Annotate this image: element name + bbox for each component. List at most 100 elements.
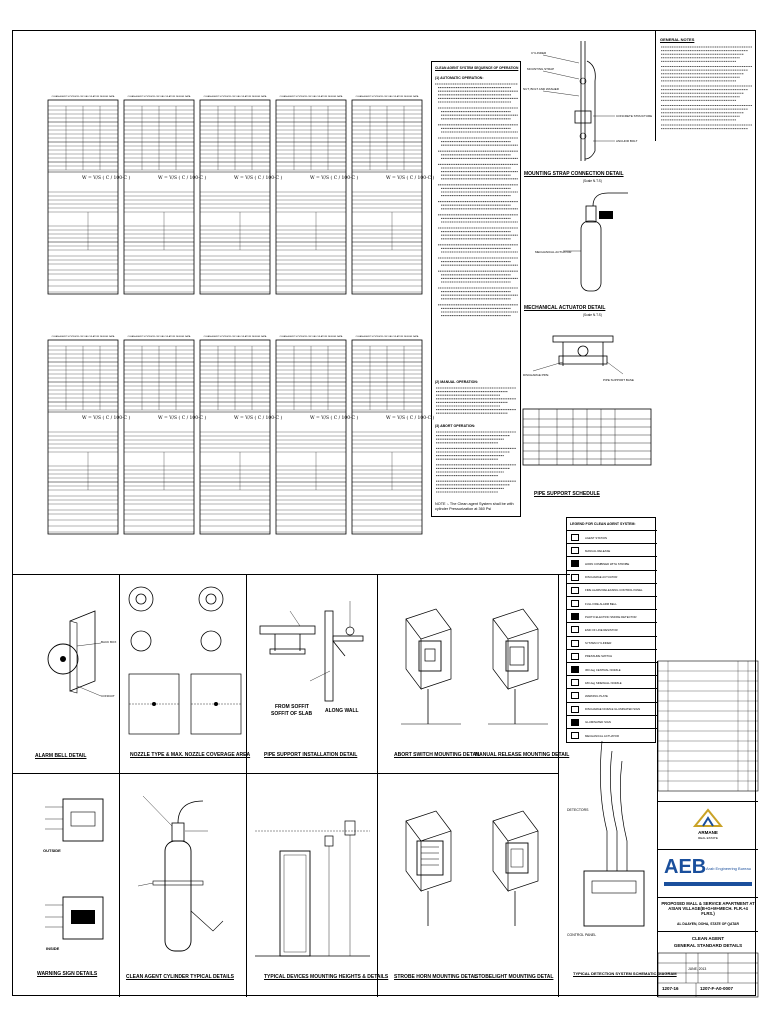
from-soffit-label: FROM SOFFIT	[275, 704, 309, 710]
calc-sheet-formula: W = V/S ( C / 100-C )	[386, 176, 435, 181]
legend-label: 360 deg CENTRAL NOZZLE	[585, 667, 621, 672]
calc-sheet-grid	[123, 99, 195, 295]
title-block: ARMANE REAL ESTATE AEB Arab Engineering …	[657, 660, 759, 998]
calc-sheet-title: CLEAN AGENT SYSTEM FLOW CALCULATION DESI…	[279, 336, 343, 338]
abort-switch-drawing	[401, 608, 461, 725]
calc-sheet: CLEAN AGENT SYSTEM FLOW CALCULATION DESI…	[47, 96, 130, 296]
legend-label: SYSTEM CYLINDER	[585, 641, 612, 646]
legend-label: 180 deg SIDEWALL NOZZLE	[585, 680, 622, 685]
calc-sheet-formula: W = V/S ( C / 100-C )	[158, 416, 207, 421]
notes-heading: GENERAL NOTES	[660, 37, 695, 42]
calc-sheet-title: CLEAN AGENT SYSTEM FLOW CALCULATION DESI…	[203, 96, 267, 98]
along-wall-label: ALONG WALL	[325, 708, 359, 714]
legend-symbol-icon	[571, 666, 579, 673]
typical-devices-title: TYPICAL DEVICES MOUNTING HEIGHTS & DETAI…	[264, 974, 389, 980]
legend-symbol-icon	[571, 732, 579, 739]
strobe-light-title: STOBELIGHT MOUNTING DETAL	[475, 974, 554, 980]
legend-row: ILLUMINATED SIGN	[567, 714, 657, 729]
title-block-grid	[657, 952, 759, 998]
calc-sheet: CLEAN AGENT SYSTEM FLOW CALCULATION DESI…	[123, 336, 206, 536]
notes-text-lines	[661, 46, 752, 130]
abort-operation-heading: (3) ABORT OPERATION:	[435, 424, 476, 428]
nozzle-coverage-drawing	[128, 586, 242, 735]
legend-row: DISCHARGE ACTUATOR	[567, 569, 657, 584]
soffit-of-slab-label: SOFFIT OF SLAB	[271, 711, 313, 717]
drawing-title-2: GENERAL STANDARD DETAILS	[673, 943, 743, 948]
legend-label: DISCHARGE ACTUATOR	[585, 575, 618, 580]
legend-symbol-icon	[571, 573, 579, 581]
calc-sheet: CLEAN AGENT SYSTEM FLOW CALCULATION DESI…	[199, 336, 282, 536]
legend-row: MECHANICAL ACTUATOR	[567, 728, 657, 742]
consultant-bar	[664, 882, 752, 886]
legend-symbol-icon	[571, 547, 579, 555]
svg-text:BACK BOX: BACK BOX	[101, 640, 116, 644]
abort-switch-title: ABORT SWITCH MOUNTING DETAIL	[394, 752, 481, 758]
calc-sheet-formula: W = V/S ( C / 100-C )	[310, 416, 359, 421]
calc-sheet-grid	[47, 99, 119, 295]
legend-symbol-icon	[571, 626, 579, 634]
manual-release-title: MANUAL RELEASE MOUNTING DETAIL	[475, 752, 570, 758]
legend-label: PHOTO ELECTRIC SMOKE DETECTOR	[585, 614, 637, 619]
calc-sheet: CLEAN AGENT SYSTEM FLOW CALCULATION DESI…	[123, 96, 206, 296]
calc-sheet-formula: W = V/S ( C / 100-C )	[82, 416, 131, 421]
calc-sheet-title: CLEAN AGENT SYSTEM FLOW CALCULATION DESI…	[355, 336, 419, 338]
calc-sheet: CLEAN AGENT SYSTEM FLOW CALCULATION DESI…	[275, 96, 358, 296]
alarm-bell-drawing: BACK BOX CONDUIT	[47, 610, 116, 698]
calc-sheet-title: CLEAN AGENT SYSTEM FLOW CALCULATION DESI…	[203, 336, 267, 338]
mounting-strap-title: MOUNTING STRAP CONNECTION DETAIL	[524, 171, 624, 177]
legend-label: MECHANICAL ACTUATOR	[585, 733, 619, 738]
schematic-title: TYPICAL DETECTION SYSTEM SCHEMATIC DIAGR…	[573, 971, 677, 976]
legend-row: AGENT STATION	[567, 530, 657, 544]
calc-sheet-formula: W = V/S ( C / 100-C )	[234, 416, 283, 421]
calc-sheet-formula: W = V/S ( C / 100-C )	[310, 176, 359, 181]
sequence-of-operation-panel: CLEAN AGENT SYSTEM SEQUENCE OF OPERATION…	[431, 61, 521, 517]
legend-symbol-icon	[571, 679, 579, 687]
pipe-support-schedule-table	[522, 408, 652, 466]
legend-label: HORN COMBINED WITH STROBE	[585, 561, 630, 566]
legend-heading: LEGEND FOR CLEAN AGENT SYSTEM:	[570, 522, 636, 526]
alarm-bell-title: ALARM BELL DETAIL	[35, 753, 87, 759]
legend-row: HORN COMBINED WITH STROBE	[567, 556, 657, 570]
sequence-text-lines	[435, 83, 518, 493]
sequence-heading: CLEAN AGENT SYSTEM SEQUENCE OF OPERATION	[435, 66, 519, 70]
mechanical-actuator-drawing: MECHANICAL ACTUATOR	[535, 192, 628, 292]
legend-symbol-icon	[571, 600, 579, 607]
project-location: AL DAAYEN, DOHA, STATE OF QATAR	[677, 922, 739, 926]
legend-row: MANUAL RELEASE	[567, 543, 657, 557]
legend-row: DISCHARGE NOZZLE ILLUMINATED SIGN	[567, 701, 657, 716]
legend-label: FULL FIRE ALARM BELL	[585, 601, 617, 606]
calc-sheet-grid	[275, 99, 347, 295]
mechanical-actuator-scale: (Scale N.T.S)	[583, 313, 602, 317]
calculation-sheets-area: CLEAN AGENT SYSTEM FLOW CALCULATION DESI…	[13, 31, 434, 571]
pipe-support-install-title: PIPE SUPPORT INSTALLATION DETAIL	[264, 752, 358, 758]
sequence-note: NOTE :- The Clean agent System shall be …	[435, 502, 514, 511]
strobe-horn-drawing	[405, 810, 452, 926]
calc-sheet: CLEAN AGENT SYSTEM FLOW CALCULATION DESI…	[351, 96, 434, 296]
manual-release-drawing	[488, 608, 548, 725]
outside-label: OUTSIDE	[43, 848, 61, 853]
svg-text:CONDUIT: CONDUIT	[101, 694, 115, 698]
calc-sheet-formula: W = V/S ( C / 100-C )	[234, 176, 283, 181]
typical-devices-drawing	[255, 820, 370, 957]
mounting-strap-scale: (Scale N.T.S)	[583, 179, 602, 183]
calc-sheet-title: CLEAN AGENT SYSTEM FLOW CALCULATION DESI…	[279, 96, 343, 98]
legend-symbol-icon	[571, 639, 579, 647]
date-value: JUNE, 2013	[688, 967, 707, 971]
client-name: ARMANE	[698, 830, 718, 835]
inside-label: INSIDE	[46, 946, 60, 951]
svg-text:MOUNTING STRAP: MOUNTING STRAP	[527, 67, 554, 71]
bottom-details-frame	[13, 574, 570, 997]
calc-sheet-grid	[123, 339, 195, 535]
calc-sheet-grid	[199, 99, 271, 295]
job-number: 1207-16	[662, 986, 679, 991]
legend-row: FULL FIRE ALARM BELL	[567, 596, 657, 610]
legend-label: AGENT STATION	[585, 535, 608, 540]
calc-sheet-formula: W = V/S ( C / 100-C )	[82, 176, 131, 181]
legend-symbol-icon	[571, 560, 579, 568]
legend-label: FIRE ALARM RELEASING CONTROL PANEL	[585, 588, 643, 593]
legend-row: FIRE ALARM RELEASING CONTROL PANEL	[567, 582, 657, 597]
calc-sheet-grid	[47, 339, 119, 535]
pipe-support-installation-drawing	[259, 601, 364, 702]
svg-text:ANCHOR BOLT: ANCHOR BOLT	[616, 139, 638, 143]
